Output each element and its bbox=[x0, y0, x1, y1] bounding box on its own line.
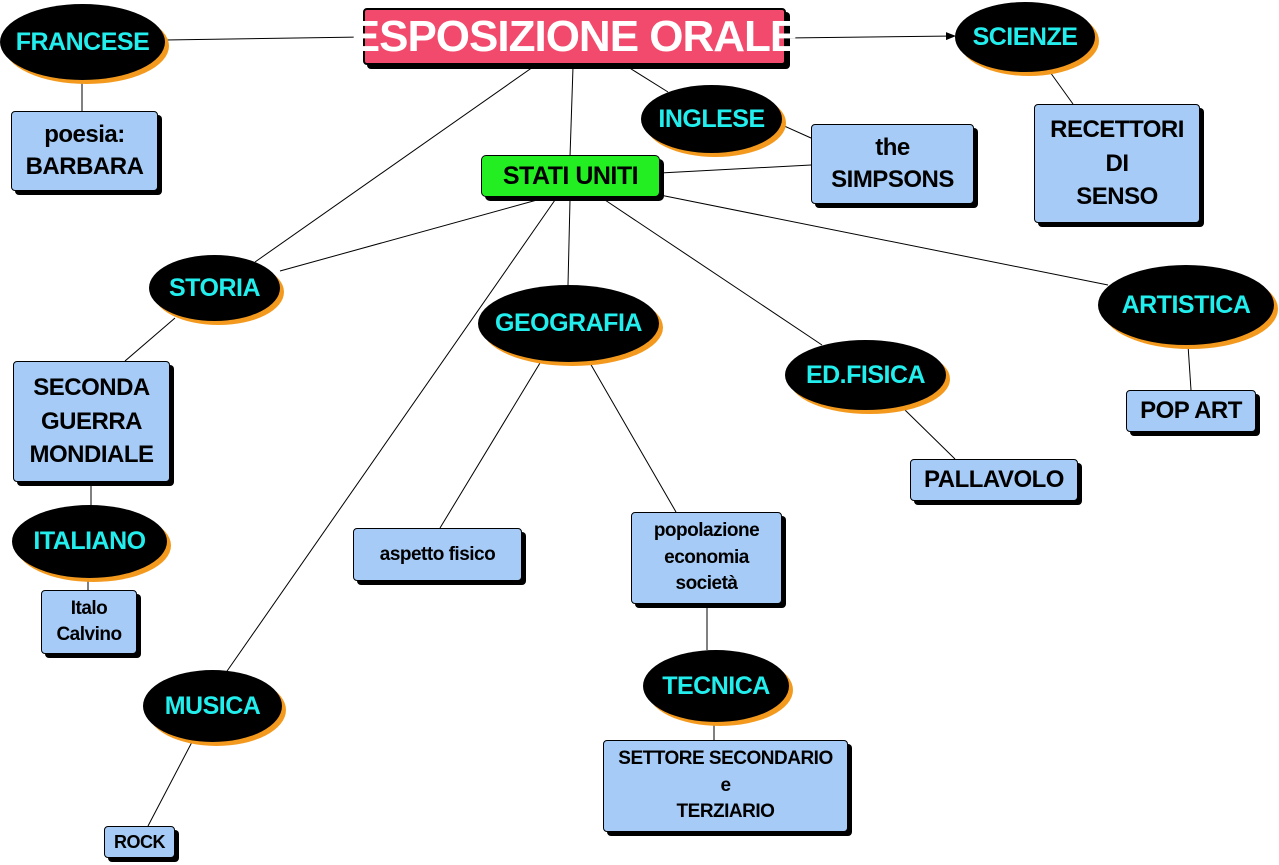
center-node-stati-uniti: STATI UNITI bbox=[481, 155, 660, 197]
link-inglese-topic bbox=[781, 124, 812, 139]
link-title-scienze bbox=[785, 32, 956, 41]
topic-seconda-guerra-mondiale: SECONDA GUERRA MONDIALE bbox=[13, 361, 170, 482]
link-title-center bbox=[569, 66, 574, 158]
subject-geografia: GEOGRAFIA bbox=[478, 285, 659, 362]
link-geografia-popolazione bbox=[589, 362, 677, 513]
link-title-inglese bbox=[627, 66, 669, 93]
topic-recettori-di-senso: RECETTORI DI SENSO bbox=[1034, 104, 1200, 223]
topic-pop-art: POP ART bbox=[1126, 390, 1256, 432]
link-center-musica bbox=[224, 199, 556, 675]
topic-pallavolo: PALLAVOLO bbox=[910, 459, 1078, 501]
link-center-geografia bbox=[567, 199, 571, 286]
topic-poesia-barbara: poesia: BARBARA bbox=[11, 111, 158, 191]
subject-italiano: ITALIANO bbox=[12, 505, 167, 578]
topic-italo-calvino: Italo Calvino bbox=[41, 590, 137, 654]
subject-scienze: SCIENZE bbox=[955, 2, 1095, 72]
link-scienze-topic bbox=[1049, 71, 1074, 105]
link-title-storia bbox=[254, 66, 534, 263]
subject-tecnica: TECNICA bbox=[643, 650, 789, 722]
subject-inglese: INGLESE bbox=[641, 85, 782, 153]
topic-settore-secondario-terziario: SETTORE SECONDARIO e TERZIARIO bbox=[603, 740, 848, 832]
link-center-artistica bbox=[659, 194, 1109, 286]
topic-aspetto-fisico: aspetto fisico bbox=[353, 528, 522, 581]
link-title-francese bbox=[164, 36, 364, 41]
subject-musica: MUSICA bbox=[143, 670, 282, 742]
link-storia-topic bbox=[124, 317, 176, 362]
link-center-storia bbox=[279, 199, 538, 272]
topic-popolazione-economia-societa: popolazione economia società bbox=[631, 512, 782, 604]
topic-the-simpsons: the SIMPSONS bbox=[811, 124, 974, 204]
subject-artistica: ARTISTICA bbox=[1098, 265, 1274, 345]
subject-edfisica: ED.FISICA bbox=[785, 340, 946, 410]
link-edfisica-topic bbox=[904, 409, 956, 460]
link-geografia-fisica bbox=[439, 362, 541, 529]
link-musica-topic bbox=[147, 741, 193, 827]
subject-francese: FRANCESE bbox=[0, 4, 165, 80]
map-title: ESPOSIZIONE ORALE bbox=[351, 8, 799, 65]
link-center-simpsons bbox=[659, 164, 812, 174]
topic-rock: ROCK bbox=[104, 826, 175, 858]
subject-storia: STORIA bbox=[149, 255, 280, 321]
link-artistica-topic bbox=[1187, 344, 1192, 391]
link-center-edfisica bbox=[604, 199, 823, 346]
